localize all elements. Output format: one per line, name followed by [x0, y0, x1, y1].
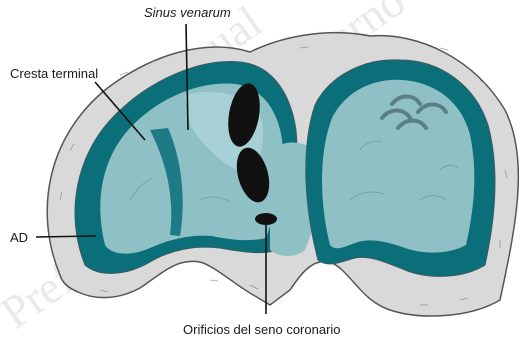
leader-ad — [36, 236, 96, 237]
label-cresta-terminal: Cresta terminal — [10, 66, 98, 81]
orifice-lower — [255, 213, 277, 225]
right-chamber-inner — [322, 80, 474, 253]
label-orificios: Orificios del seno coronario — [183, 322, 341, 337]
label-ad: AD — [10, 230, 28, 245]
label-sinus-venarum: Sinus venarum — [144, 5, 231, 20]
